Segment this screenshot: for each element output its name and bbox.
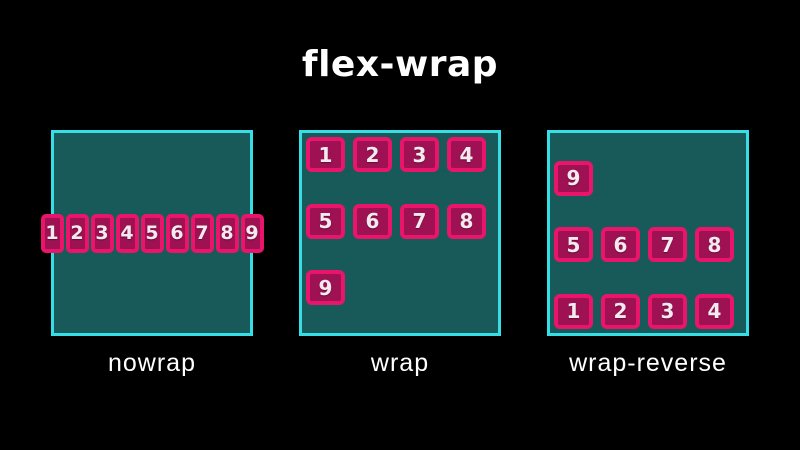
flex-item: 7 <box>400 203 439 239</box>
flex-item: 6 <box>601 227 640 263</box>
flex-item: 4 <box>695 293 734 329</box>
flex-item: 8 <box>695 227 734 263</box>
panel-nowrap: 1 2 3 4 5 6 7 8 9 nowrap <box>40 130 264 378</box>
flex-item: 2 <box>353 137 392 172</box>
flex-item: 1 <box>40 213 64 253</box>
flex-item: 6 <box>353 203 392 239</box>
flex-item: 7 <box>190 213 214 253</box>
flex-item: 2 <box>601 293 640 329</box>
flex-container-wrap: 1 2 3 4 5 6 7 8 9 <box>299 130 501 336</box>
panels-row: 1 2 3 4 5 6 7 8 9 nowrap 1 2 3 4 5 6 7 8… <box>0 130 800 378</box>
flex-item: 1 <box>306 137 345 172</box>
flex-item: 1 <box>554 293 593 329</box>
panel-wrap-reverse: 1 2 3 4 5 6 7 8 9 wrap-reverse <box>547 130 749 378</box>
flex-item: 9 <box>306 270 345 306</box>
panel-label-nowrap: nowrap <box>108 349 196 377</box>
flex-item: 8 <box>447 203 486 239</box>
flex-item: 5 <box>554 227 593 263</box>
flex-container-wrap-reverse: 1 2 3 4 5 6 7 8 9 <box>547 130 749 336</box>
panel-wrap: 1 2 3 4 5 6 7 8 9 wrap <box>299 130 501 378</box>
flex-item: 9 <box>554 160 593 196</box>
panel-label-wrap-reverse: wrap-reverse <box>569 349 727 377</box>
flex-container-nowrap: 1 2 3 4 5 6 7 8 9 <box>40 130 264 336</box>
flex-item: 9 <box>240 213 264 253</box>
flex-item: 5 <box>140 213 164 253</box>
panel-label-wrap: wrap <box>370 349 430 377</box>
flex-item: 3 <box>90 213 114 253</box>
flex-item: 3 <box>648 293 687 329</box>
flex-item: 3 <box>400 137 439 172</box>
page-title: flex-wrap <box>301 44 499 85</box>
flex-item: 5 <box>306 203 345 239</box>
flex-item: 4 <box>447 137 486 172</box>
flex-item: 7 <box>648 227 687 263</box>
flex-item: 2 <box>65 213 89 253</box>
flex-item: 6 <box>165 213 189 253</box>
flex-item: 8 <box>215 213 239 253</box>
flex-item: 4 <box>115 213 139 253</box>
